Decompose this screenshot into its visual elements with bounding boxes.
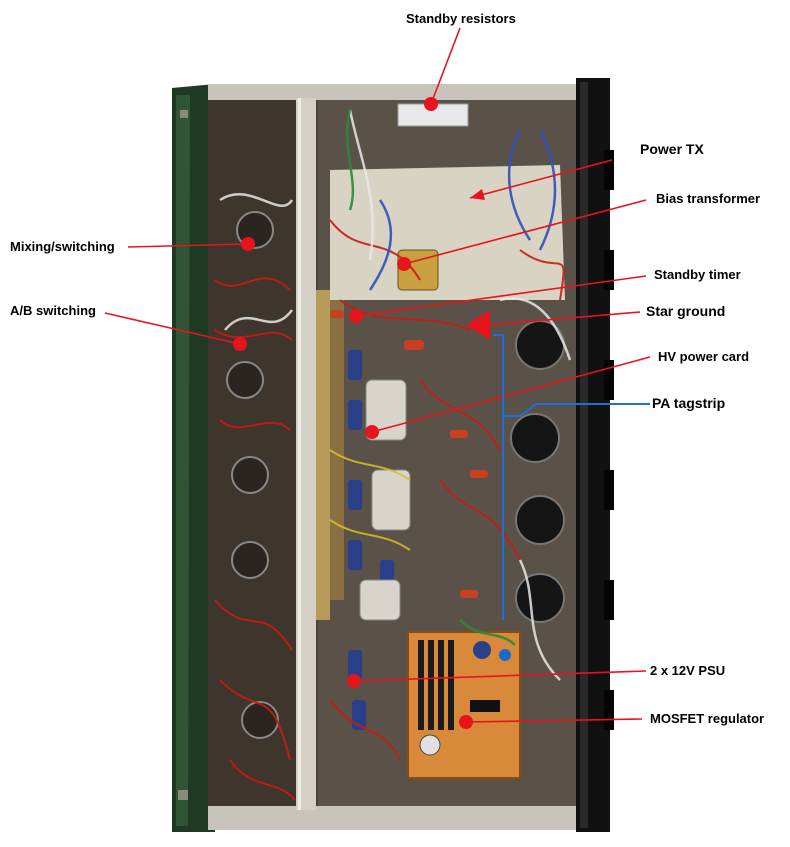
marker-standby-resistors — [424, 97, 438, 111]
marker-hv-power-card — [365, 425, 379, 439]
marker-psu-12v — [347, 674, 361, 688]
label-star-ground: Star ground — [646, 303, 726, 319]
label-psu-12v: 2 x 12V PSU — [650, 663, 726, 678]
label-standby-resistors: Standby resistors — [406, 11, 516, 26]
arrow-star-ground — [466, 310, 490, 340]
bottom-rail — [208, 806, 588, 830]
marker-standby-timer — [349, 309, 363, 323]
label-pa-tagstrip: PA tagstrip — [652, 395, 726, 411]
pa-tagstrip-line — [493, 334, 650, 417]
marker-a-b-switching — [233, 337, 247, 351]
top-rail — [208, 84, 576, 100]
label-hv-power-card: HV power card — [658, 349, 750, 364]
marker-bias-transformer — [397, 257, 411, 271]
arrow-power-tx — [470, 189, 485, 200]
label-mosfet-regulator: MOSFET regulator — [650, 711, 765, 726]
label-power-tx: Power TX — [640, 141, 704, 157]
label-a-b-switching: A/B switching — [10, 303, 96, 318]
label-mixing-switching: Mixing/switching — [10, 239, 115, 254]
marker-mixing-switching — [241, 237, 255, 251]
marker-mosfet-regulator — [459, 715, 473, 729]
label-standby-timer: Standby timer — [654, 267, 741, 282]
label-bias-transformer: Bias transformer — [656, 191, 761, 206]
